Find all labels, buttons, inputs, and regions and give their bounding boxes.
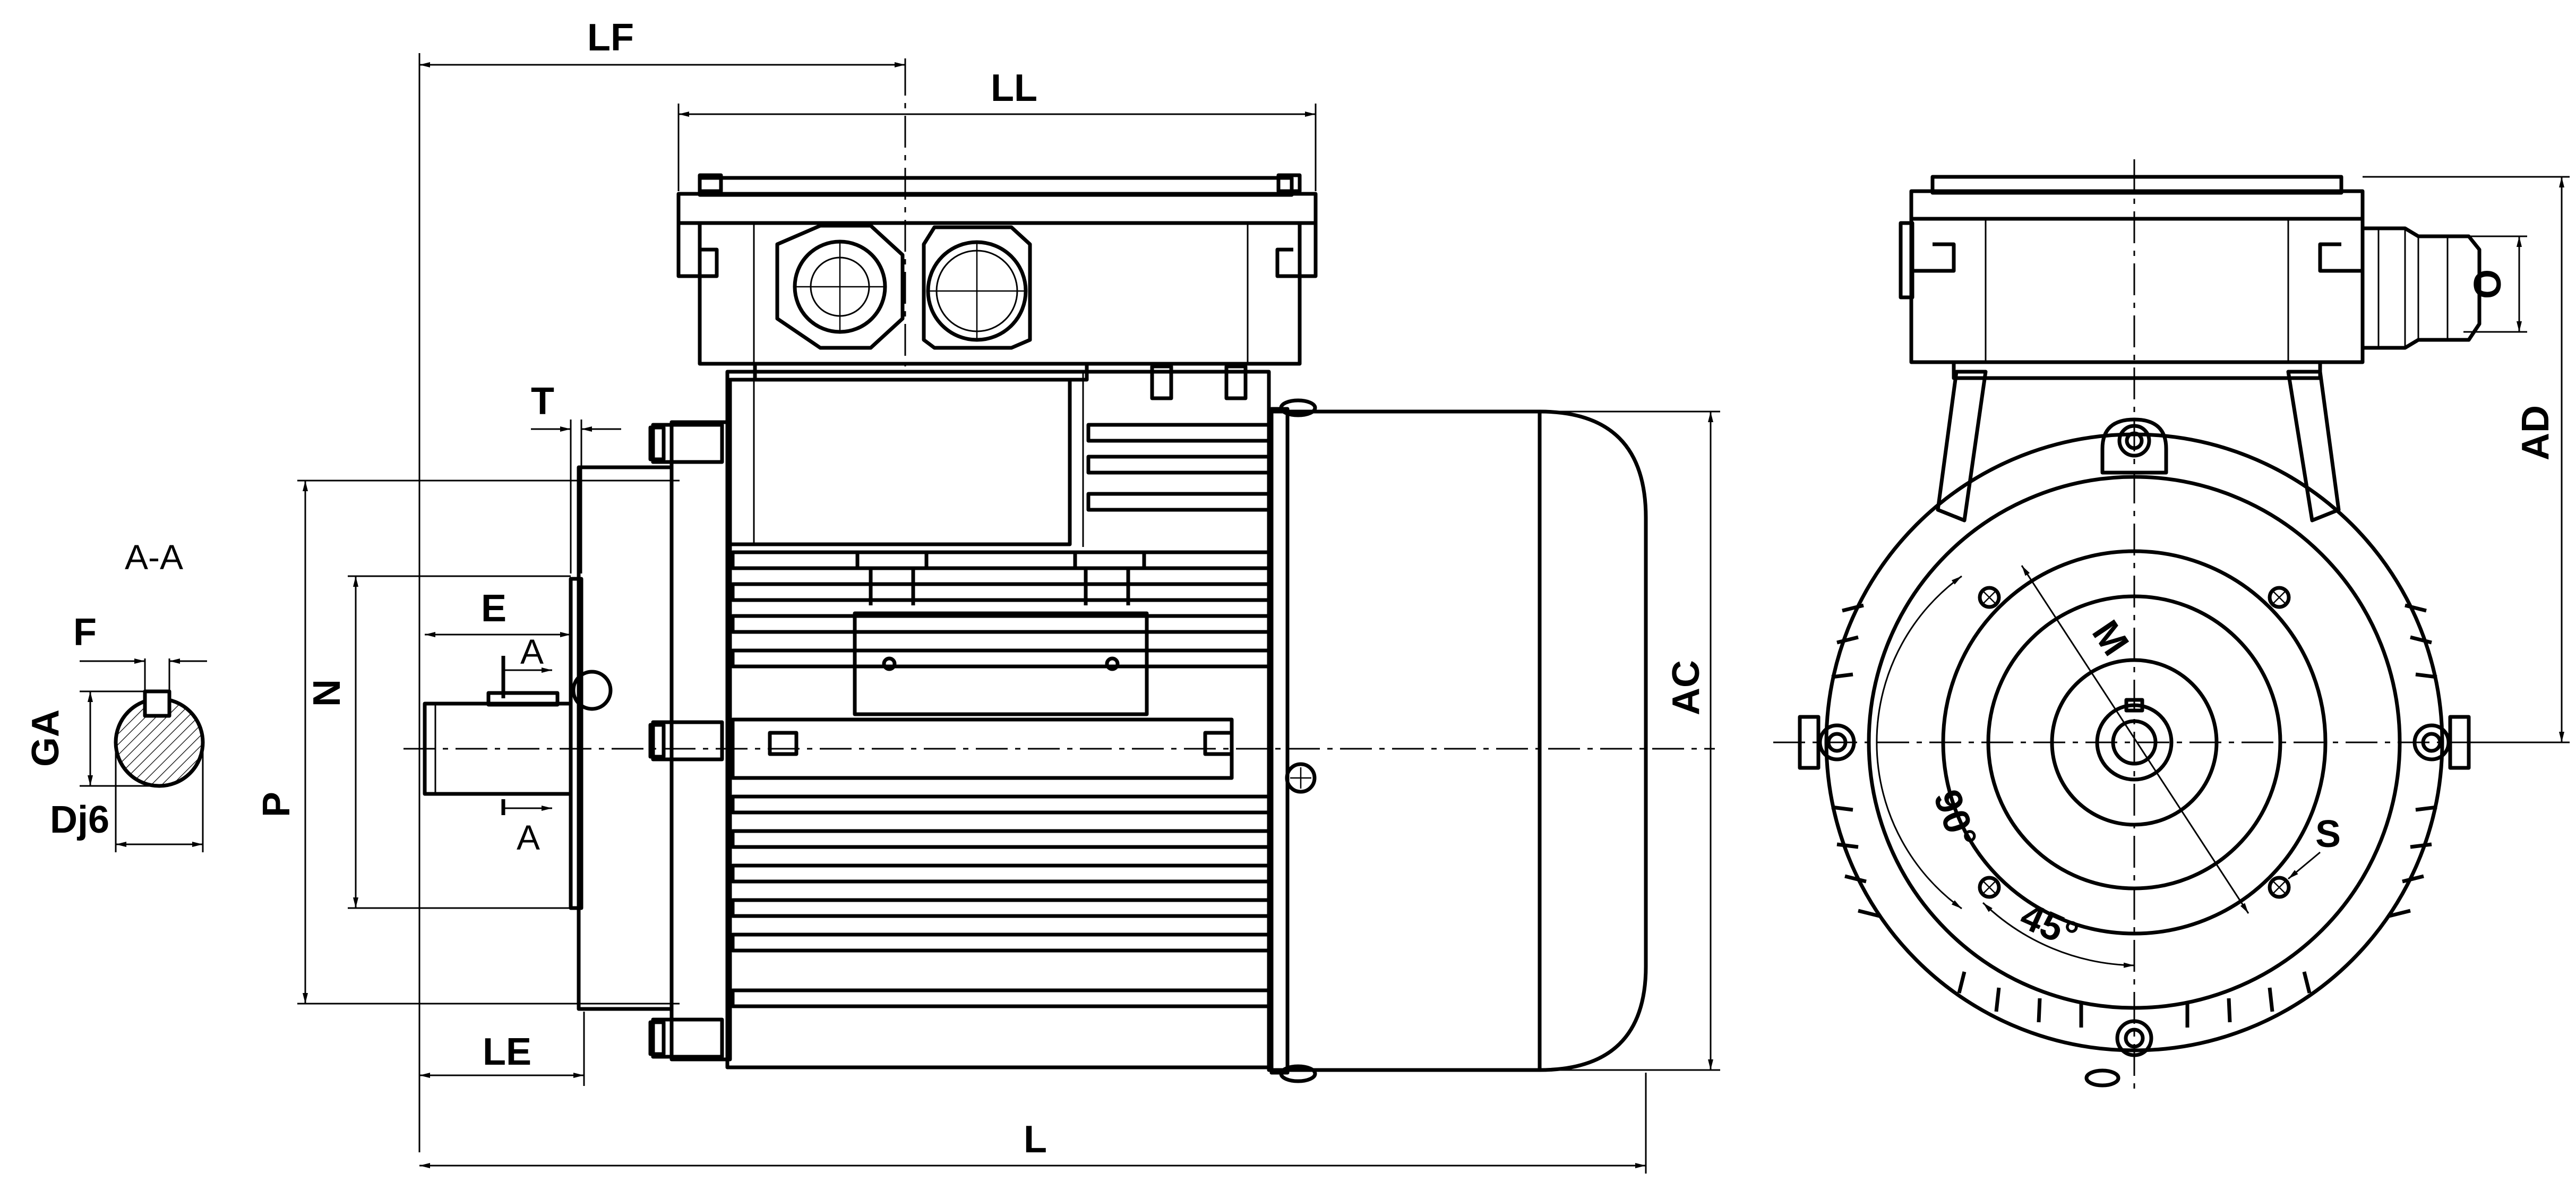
cable-gland: [775, 224, 905, 350]
dim-GA: GA: [24, 709, 67, 767]
dim-E: E: [481, 587, 506, 630]
motor-side-view: LF LL T E A A N P LE: [255, 16, 1720, 1174]
section-title: A-A: [125, 537, 183, 577]
dim-P: P: [255, 792, 298, 817]
dim-M: M: [2084, 613, 2137, 663]
dim-LF: LF: [587, 16, 634, 59]
dim-F: F: [73, 611, 97, 654]
flange-circle: [1867, 475, 2402, 1010]
terminal-box: [698, 221, 1302, 366]
dim-LE: LE: [483, 1031, 531, 1073]
dim-T: T: [531, 380, 554, 423]
shaft-key: [486, 691, 560, 707]
fan-cover: [1267, 409, 1648, 1072]
dim-S: S: [2315, 813, 2341, 855]
cable-gland-front: [2360, 226, 2481, 350]
dim-Dj6: Dj6: [50, 799, 109, 841]
terminal-box-lid: [676, 192, 1318, 225]
nameplate: [853, 611, 1149, 716]
terminal-box-front: [1909, 217, 2365, 364]
dim-AC: AC: [1665, 660, 1707, 715]
dim-L: L: [1024, 1118, 1047, 1161]
angle-90: 90°: [1925, 784, 1985, 853]
motor-front-view: M 90° 45° S O AD: [1773, 159, 2570, 1089]
dim-AD: AD: [2514, 405, 2557, 460]
flange-holes: [1978, 586, 2291, 899]
dim-LL: LL: [991, 67, 1037, 109]
housing-fins: [1831, 603, 2437, 1028]
section-mark-bottom: A: [517, 818, 540, 857]
cable-entry-plug: [922, 225, 1032, 350]
angle-45: 45°: [2014, 894, 2084, 956]
key-section: [143, 689, 171, 718]
dim-O: O: [2467, 269, 2509, 299]
terminal-box-lid-front: [1909, 189, 2365, 221]
section-mark-top: A: [520, 632, 544, 671]
shaft-section-view: A-A F GA Dj6: [24, 537, 207, 852]
dim-N: N: [306, 679, 348, 707]
